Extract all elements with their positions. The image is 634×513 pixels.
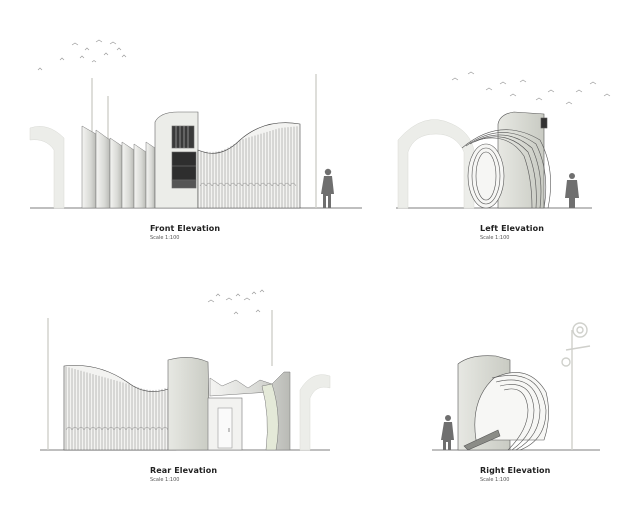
birds-flock (37, 39, 127, 71)
kiosk-tower (167, 357, 243, 451)
drawing-title: Rear Elevation (150, 466, 218, 475)
kiosk-tower (154, 111, 199, 209)
caption-front-elevation: Front Elevation Scale 1:100 (98, 224, 258, 241)
right-elevation-drawing (432, 322, 600, 451)
drawing-title: Front Elevation (150, 224, 221, 233)
drawing-scale: Scale 1:100 (480, 477, 510, 483)
rear-elevation-drawing (40, 289, 331, 451)
birds-flock (451, 71, 611, 105)
drawing-scale: Scale 1:100 (150, 235, 180, 241)
person-silhouette (321, 168, 334, 208)
front-elevation-drawing (29, 39, 362, 209)
arch-outline (397, 119, 475, 209)
kiosk-shell (461, 111, 551, 209)
sawtooth-fins (209, 371, 291, 451)
wave-slat-facade (197, 122, 301, 209)
arch-outline (299, 374, 331, 451)
ornamental-lamp-post (561, 322, 591, 450)
arch-outline (29, 126, 65, 209)
drawing-scale: Scale 1:100 (480, 235, 510, 241)
caption-right-elevation: Right Elevation Scale 1:100 (428, 466, 588, 483)
drawing-title: Left Elevation (480, 224, 545, 233)
caption-rear-elevation: Rear Elevation Scale 1:100 (98, 466, 258, 483)
lamp-post (47, 310, 273, 450)
drawing-title: Right Elevation (480, 466, 551, 475)
caption-left-elevation: Left Elevation Scale 1:100 (428, 224, 588, 241)
left-elevation-drawing (396, 71, 611, 209)
sawtooth-fins (81, 125, 156, 209)
person-silhouette (441, 415, 454, 450)
birds-flock (207, 289, 265, 315)
kiosk-shell (457, 355, 549, 451)
person-silhouette (565, 173, 579, 208)
drawing-scale: Scale 1:100 (150, 477, 180, 483)
wave-slat-facade (63, 365, 177, 451)
